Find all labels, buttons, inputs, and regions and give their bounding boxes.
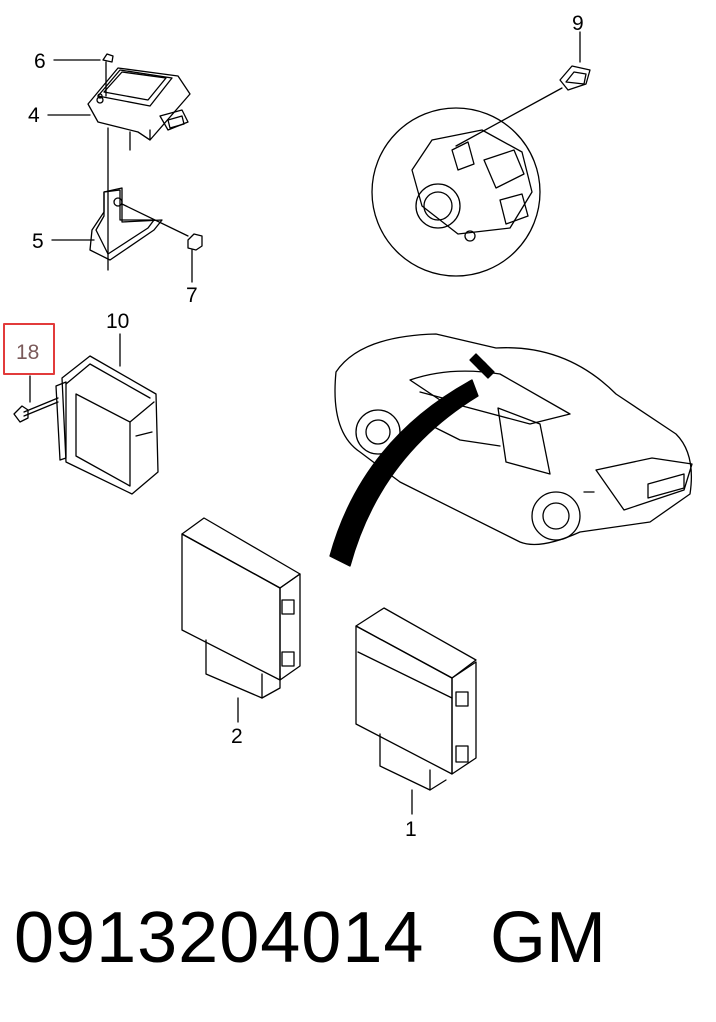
highlight-box	[3, 323, 55, 375]
sensor-part-9	[455, 31, 591, 147]
ecu-part-2	[181, 517, 301, 723]
screw-part-18	[13, 375, 59, 423]
module-part-10	[55, 333, 159, 495]
sensor-module-part-4	[87, 53, 191, 151]
part-number: 0913204014	[14, 898, 425, 978]
throttle-body-detail	[371, 107, 541, 277]
arrow-graphic	[329, 379, 479, 567]
callout-9: 9	[572, 12, 584, 35]
car-illustration	[334, 333, 693, 546]
callout-4: 4	[28, 104, 40, 127]
brand-label: GM	[490, 898, 606, 978]
ecu-part-1	[355, 607, 477, 815]
callout-18: 18	[16, 341, 39, 364]
callout-1: 1	[405, 818, 417, 841]
bracket-part-5	[89, 127, 189, 271]
nut-part-7	[187, 233, 203, 283]
callout-5: 5	[32, 230, 44, 253]
callout-2: 2	[231, 725, 243, 748]
callout-10: 10	[106, 310, 129, 333]
callout-6: 6	[34, 50, 46, 73]
callout-7: 7	[186, 284, 198, 307]
